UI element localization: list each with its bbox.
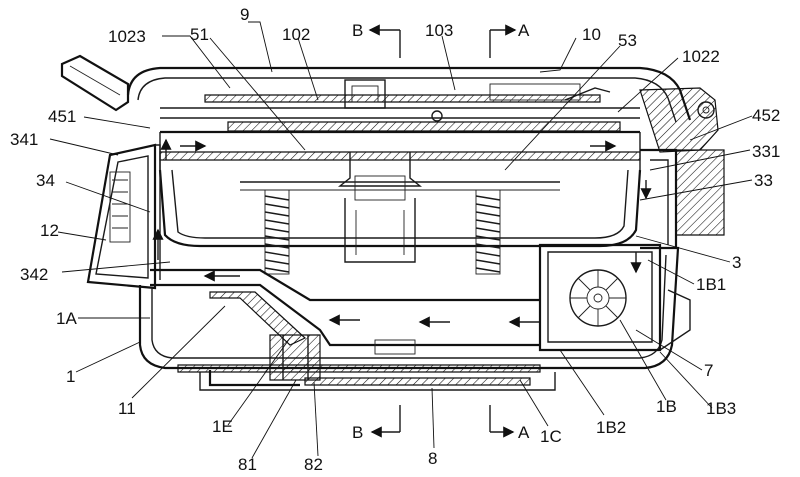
fan-impeller bbox=[570, 270, 626, 326]
label-10: 10 bbox=[582, 25, 601, 44]
label-1022: 1022 bbox=[682, 47, 720, 66]
label-12: 12 bbox=[40, 221, 59, 240]
label-1b: 1B bbox=[656, 397, 677, 416]
section-marker-b-bottom bbox=[372, 405, 400, 432]
label-53: 53 bbox=[618, 31, 637, 50]
label-1a: 1A bbox=[56, 309, 77, 328]
label-103: 103 bbox=[425, 21, 453, 40]
lid-handle bbox=[62, 56, 128, 110]
label-34: 34 bbox=[36, 171, 55, 190]
label-102: 102 bbox=[282, 25, 310, 44]
label-82: 82 bbox=[304, 455, 323, 474]
label-33: 33 bbox=[754, 171, 773, 190]
label-452: 452 bbox=[752, 106, 780, 125]
label-342: 342 bbox=[20, 265, 48, 284]
label-331: 331 bbox=[752, 142, 780, 161]
spring-left bbox=[265, 190, 289, 274]
spring-right bbox=[476, 190, 500, 274]
left-air-duct bbox=[155, 140, 166, 280]
label-1b3: 1B3 bbox=[706, 399, 736, 418]
cooking-chamber bbox=[160, 170, 640, 246]
label-51: 51 bbox=[190, 25, 209, 44]
label-1: 1 bbox=[66, 367, 75, 386]
label-1023: 1023 bbox=[108, 27, 146, 46]
label-451: 451 bbox=[48, 107, 76, 126]
label-11: 11 bbox=[118, 399, 136, 418]
label-1c: 1C bbox=[540, 427, 562, 446]
label-a-bottom: A bbox=[518, 423, 530, 442]
section-marker-a-bottom bbox=[490, 405, 513, 432]
label-a-top: A bbox=[518, 21, 530, 40]
label-3: 3 bbox=[732, 253, 741, 272]
label-1e: 1E bbox=[212, 417, 233, 436]
lower-air-duct bbox=[150, 270, 540, 345]
upper-air-channel bbox=[160, 132, 640, 170]
inner-slope-wall bbox=[210, 292, 305, 345]
fan-housing bbox=[540, 180, 660, 350]
label-b-bottom: B bbox=[352, 423, 363, 442]
label-341: 341 bbox=[10, 130, 38, 149]
label-b-top: B bbox=[352, 21, 363, 40]
hinge-block bbox=[640, 88, 724, 235]
label-1b2: 1B2 bbox=[596, 418, 626, 437]
section-marker-b-top bbox=[370, 30, 400, 58]
label-9: 9 bbox=[240, 5, 249, 24]
label-1b1: 1B1 bbox=[696, 275, 726, 294]
label-81: 81 bbox=[238, 455, 257, 474]
label-8: 8 bbox=[428, 449, 437, 468]
label-7: 7 bbox=[704, 361, 713, 380]
lid-cover bbox=[128, 68, 690, 131]
section-marker-a-top bbox=[490, 30, 515, 58]
